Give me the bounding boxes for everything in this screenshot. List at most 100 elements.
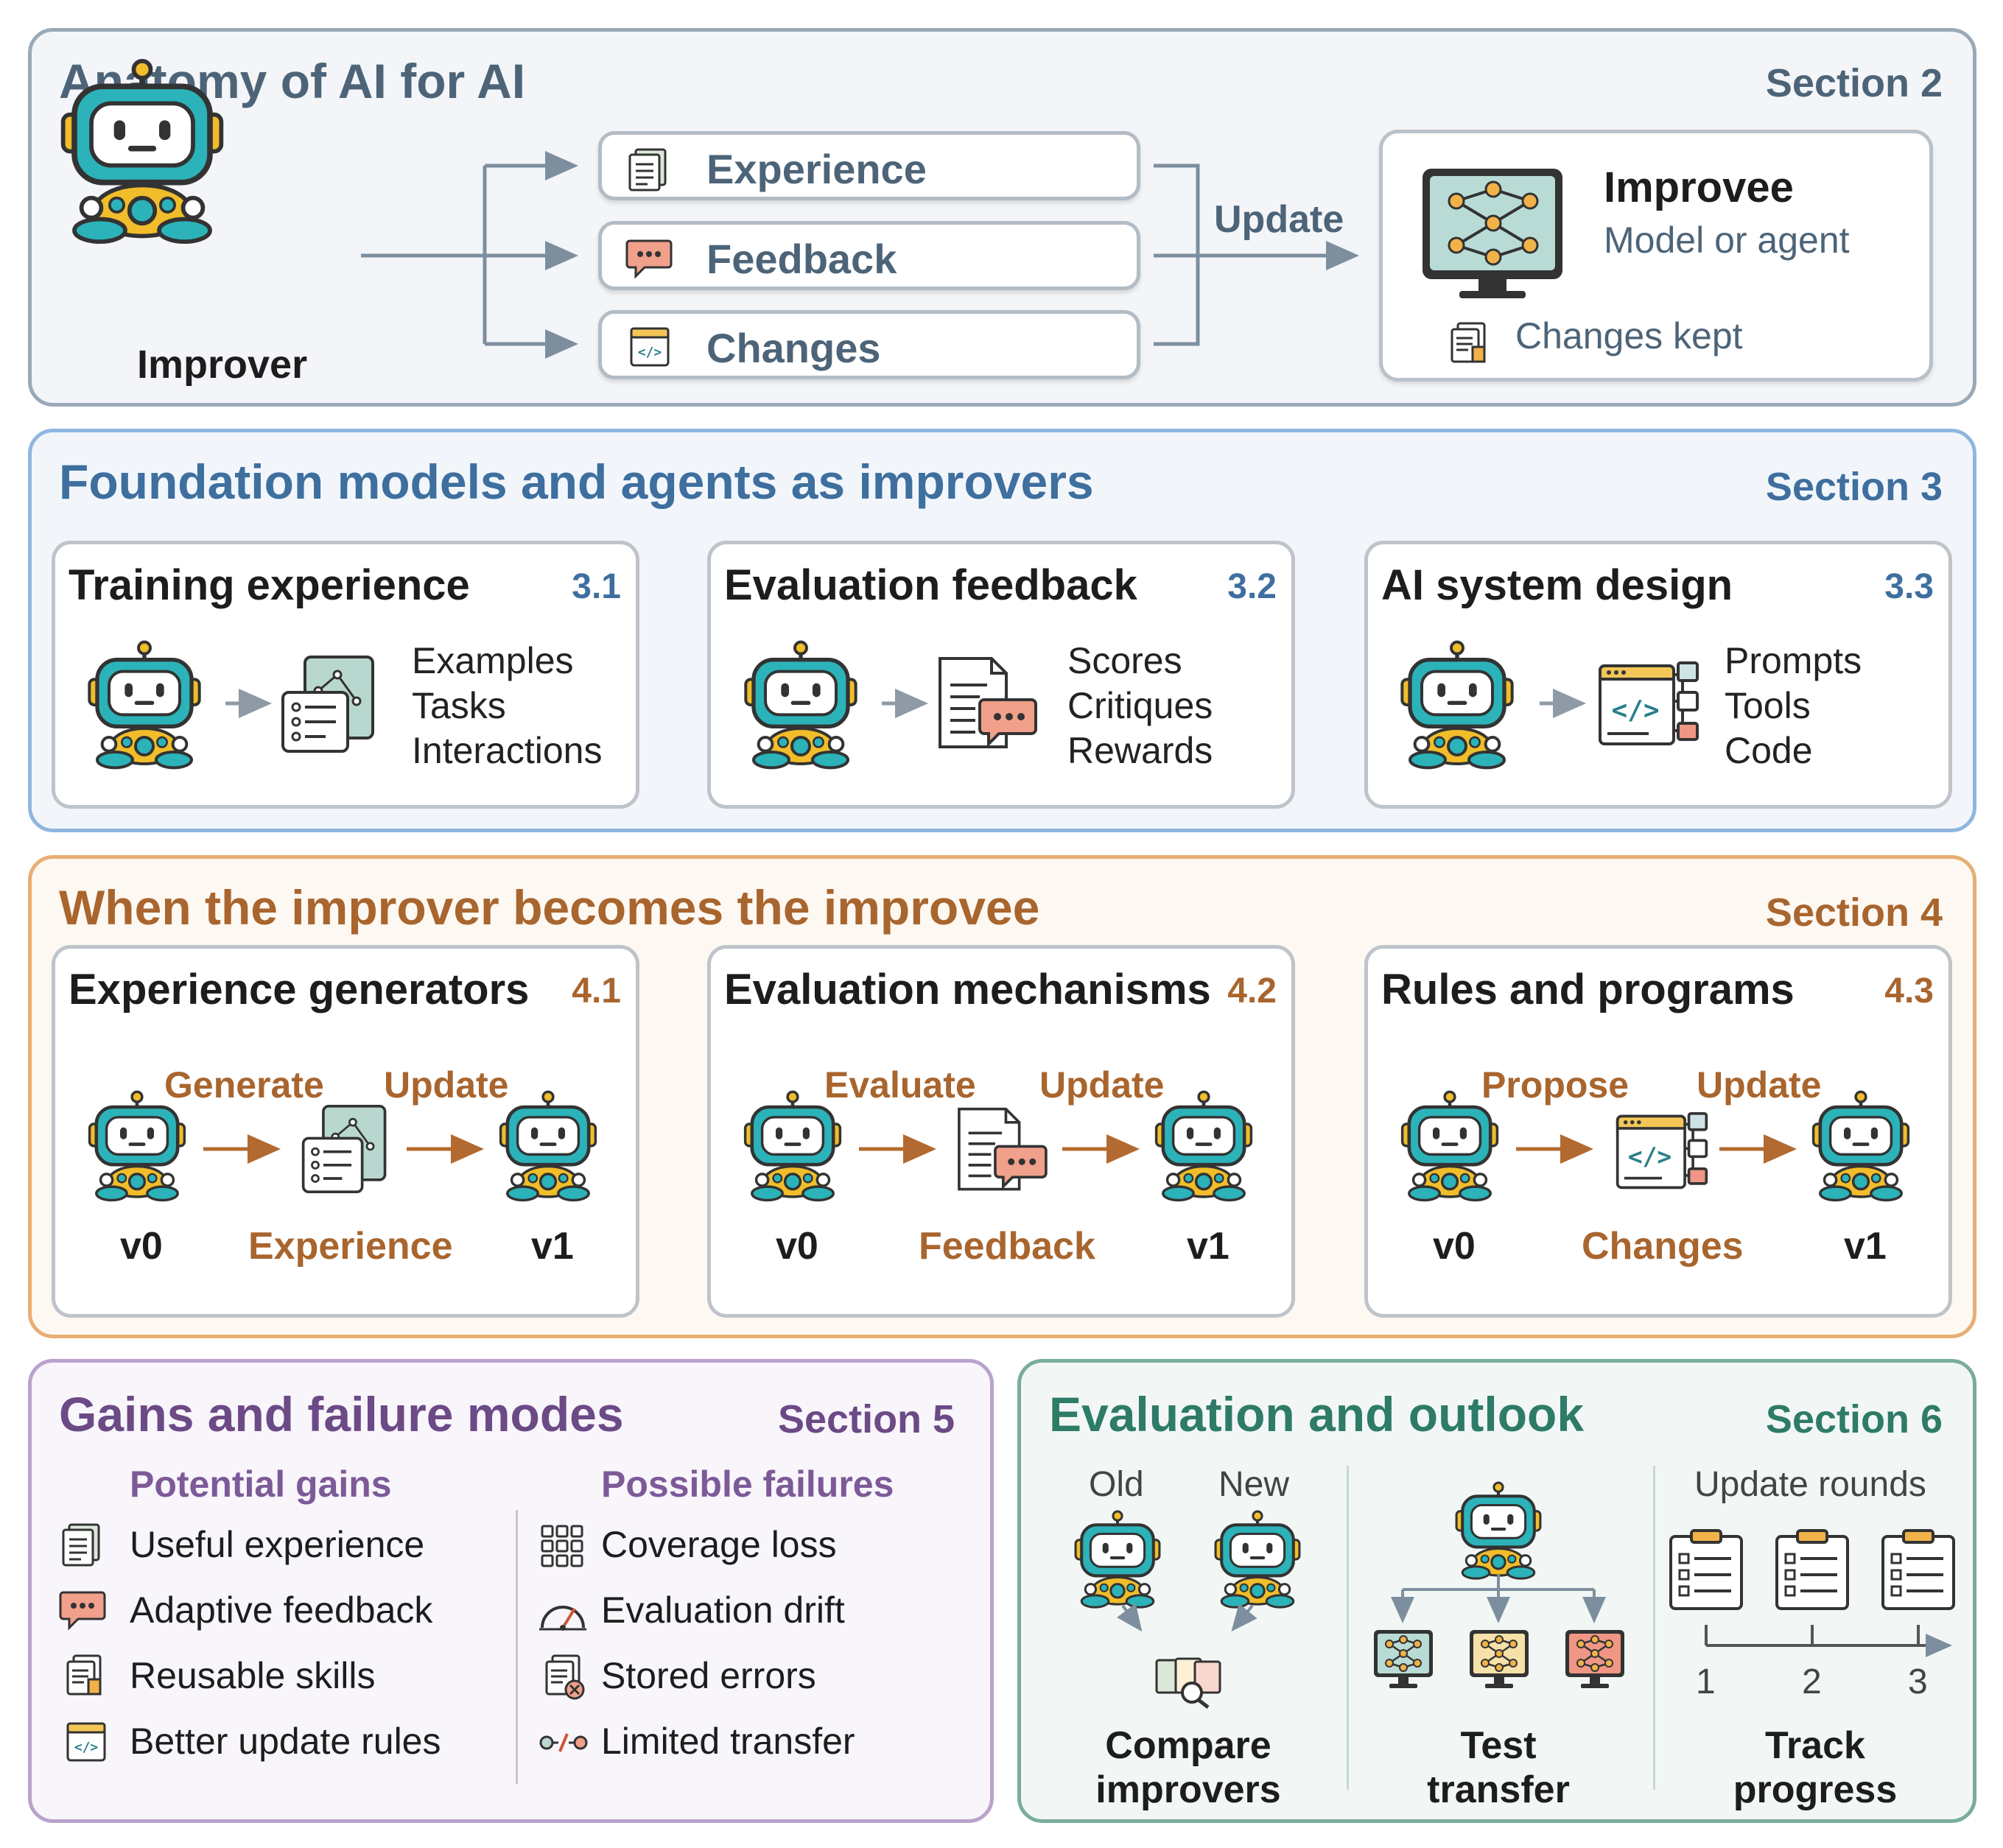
- card-number: 4.1: [572, 972, 621, 1011]
- propose-label: Propose: [1481, 1064, 1630, 1106]
- card-number: 4.2: [1227, 972, 1277, 1011]
- card-number: 3.2: [1227, 567, 1277, 606]
- improver-robot: [1398, 640, 1516, 770]
- item: Code: [1725, 730, 1813, 771]
- improvee-card: Improvee Model or agent Changes kept: [1379, 130, 1933, 382]
- foundation-title: Foundation models and agents as improver…: [59, 454, 1094, 509]
- files-icon: [66, 1654, 102, 1696]
- column-divider: [516, 1510, 518, 1784]
- item: Critiques: [1067, 685, 1213, 726]
- improver-robot: [1453, 1481, 1543, 1580]
- failure-item: Limited transfer: [601, 1721, 855, 1762]
- gain-item: Adaptive feedback: [130, 1589, 433, 1631]
- broken-link-icon: [539, 1733, 588, 1752]
- round-number: 3: [1908, 1662, 1928, 1701]
- v1-robot: [1810, 1090, 1912, 1202]
- item: Examples: [412, 640, 574, 681]
- item: Rewards: [1067, 730, 1213, 771]
- column-divider: [1653, 1466, 1655, 1790]
- network-monitor-icon: [1423, 169, 1562, 298]
- speech-bubble-icon: [625, 239, 673, 279]
- svg-text:</>: </>: [638, 345, 662, 360]
- item: Tasks: [412, 685, 506, 726]
- improver-robot: [57, 58, 227, 245]
- possible-failures-header: Possible failures: [601, 1464, 894, 1505]
- v0-robot: [86, 1090, 188, 1202]
- v1-robot: [1153, 1090, 1255, 1202]
- gauge-icon: [539, 1606, 586, 1631]
- old-label: Old: [1089, 1465, 1144, 1504]
- improver-label: Improver: [137, 342, 308, 387]
- gain-item: Useful experience: [130, 1524, 425, 1565]
- feedback-pill: Feedback: [598, 221, 1140, 290]
- update-label: Update: [384, 1064, 509, 1106]
- code-tools-icon: </>: [1599, 661, 1699, 745]
- changes-kept-label: Changes kept: [1515, 315, 1743, 356]
- network-monitor-icon: [1565, 1630, 1624, 1688]
- potential-gains-header: Potential gains: [130, 1464, 392, 1505]
- card-title: Evaluation feedback: [724, 561, 1137, 609]
- code-tools-icon: </>: [1616, 1111, 1708, 1190]
- old-improver-robot: [1073, 1510, 1162, 1609]
- task-cards-icon: [301, 1105, 387, 1194]
- update-label: Update: [1039, 1064, 1165, 1106]
- changes-pill: </> Changes: [598, 310, 1140, 379]
- test-transfer-label: Test transfer: [1351, 1724, 1646, 1812]
- track-progress-label: Track progress: [1660, 1724, 1970, 1812]
- anatomy-update-label: Update: [1214, 198, 1344, 241]
- clipboard-icon: [1669, 1529, 1743, 1610]
- speech-bubble-icon: [59, 1591, 106, 1631]
- anatomy-section-label: Section 2: [1765, 61, 1943, 105]
- code-window-icon: </>: [66, 1722, 106, 1762]
- changes-label: Changes: [1582, 1225, 1744, 1268]
- foundation-arrows: [225, 689, 1586, 718]
- item: Interactions: [412, 730, 603, 771]
- feedback-document-icon: [939, 657, 1037, 748]
- improvee-subtitle: Model or agent: [1604, 219, 1850, 261]
- gains-section-label: Section 5: [778, 1397, 955, 1441]
- label-line: Test: [1460, 1724, 1537, 1767]
- improver-robot: [85, 640, 203, 770]
- update-label: Update: [1697, 1064, 1822, 1106]
- card-number: 3.1: [572, 567, 621, 606]
- card-title: Evaluation mechanisms: [724, 966, 1211, 1013]
- improvee-title: Improvee: [1604, 164, 1794, 211]
- clipboard-icon: [1881, 1529, 1955, 1610]
- label-line: Compare: [1105, 1724, 1271, 1767]
- clipboard-icon: [1775, 1529, 1849, 1610]
- grid-icon: [541, 1525, 583, 1567]
- improvee-section-title: When the improver becomes the improvee: [59, 880, 1040, 935]
- files-icon: [1450, 322, 1486, 363]
- gains-panel: [28, 1359, 994, 1823]
- v1-label: v1: [1844, 1225, 1887, 1268]
- card-number: 4.3: [1884, 972, 1934, 1011]
- feedback-pill-label: Feedback: [706, 236, 897, 282]
- failure-item: Coverage loss: [601, 1524, 837, 1565]
- item: Scores: [1067, 640, 1182, 681]
- new-label: New: [1218, 1465, 1290, 1504]
- network-monitor-icon: [1470, 1630, 1529, 1688]
- compare-improvers-label: Compare improvers: [1037, 1724, 1339, 1812]
- card-items: Prompts Tools Code: [1725, 639, 1862, 773]
- gains-title: Gains and failure modes: [59, 1387, 624, 1441]
- card-number: 3.3: [1884, 567, 1934, 606]
- outlook-section-label: Section 6: [1765, 1397, 1943, 1441]
- compare-documents-icon: [1155, 1657, 1221, 1709]
- svg-text:</>: </>: [1628, 1142, 1671, 1170]
- v1-label: v1: [531, 1225, 574, 1268]
- card-title: Rules and programs: [1381, 966, 1795, 1013]
- label-line: transfer: [1427, 1768, 1570, 1811]
- task-cards-icon: [281, 656, 374, 753]
- experience-label: Experience: [248, 1225, 453, 1268]
- update-rounds-label: Update rounds: [1694, 1465, 1926, 1504]
- v1-robot: [497, 1090, 599, 1202]
- v0-robot: [742, 1090, 843, 1202]
- improvee-section-label: Section 4: [1765, 890, 1943, 935]
- failure-item: Evaluation drift: [601, 1589, 845, 1631]
- round-number: 2: [1802, 1662, 1822, 1701]
- v0-label: v0: [776, 1225, 818, 1268]
- gain-item: Better update rules: [130, 1721, 441, 1762]
- v1-label: v1: [1187, 1225, 1229, 1268]
- label-line: progress: [1733, 1768, 1898, 1811]
